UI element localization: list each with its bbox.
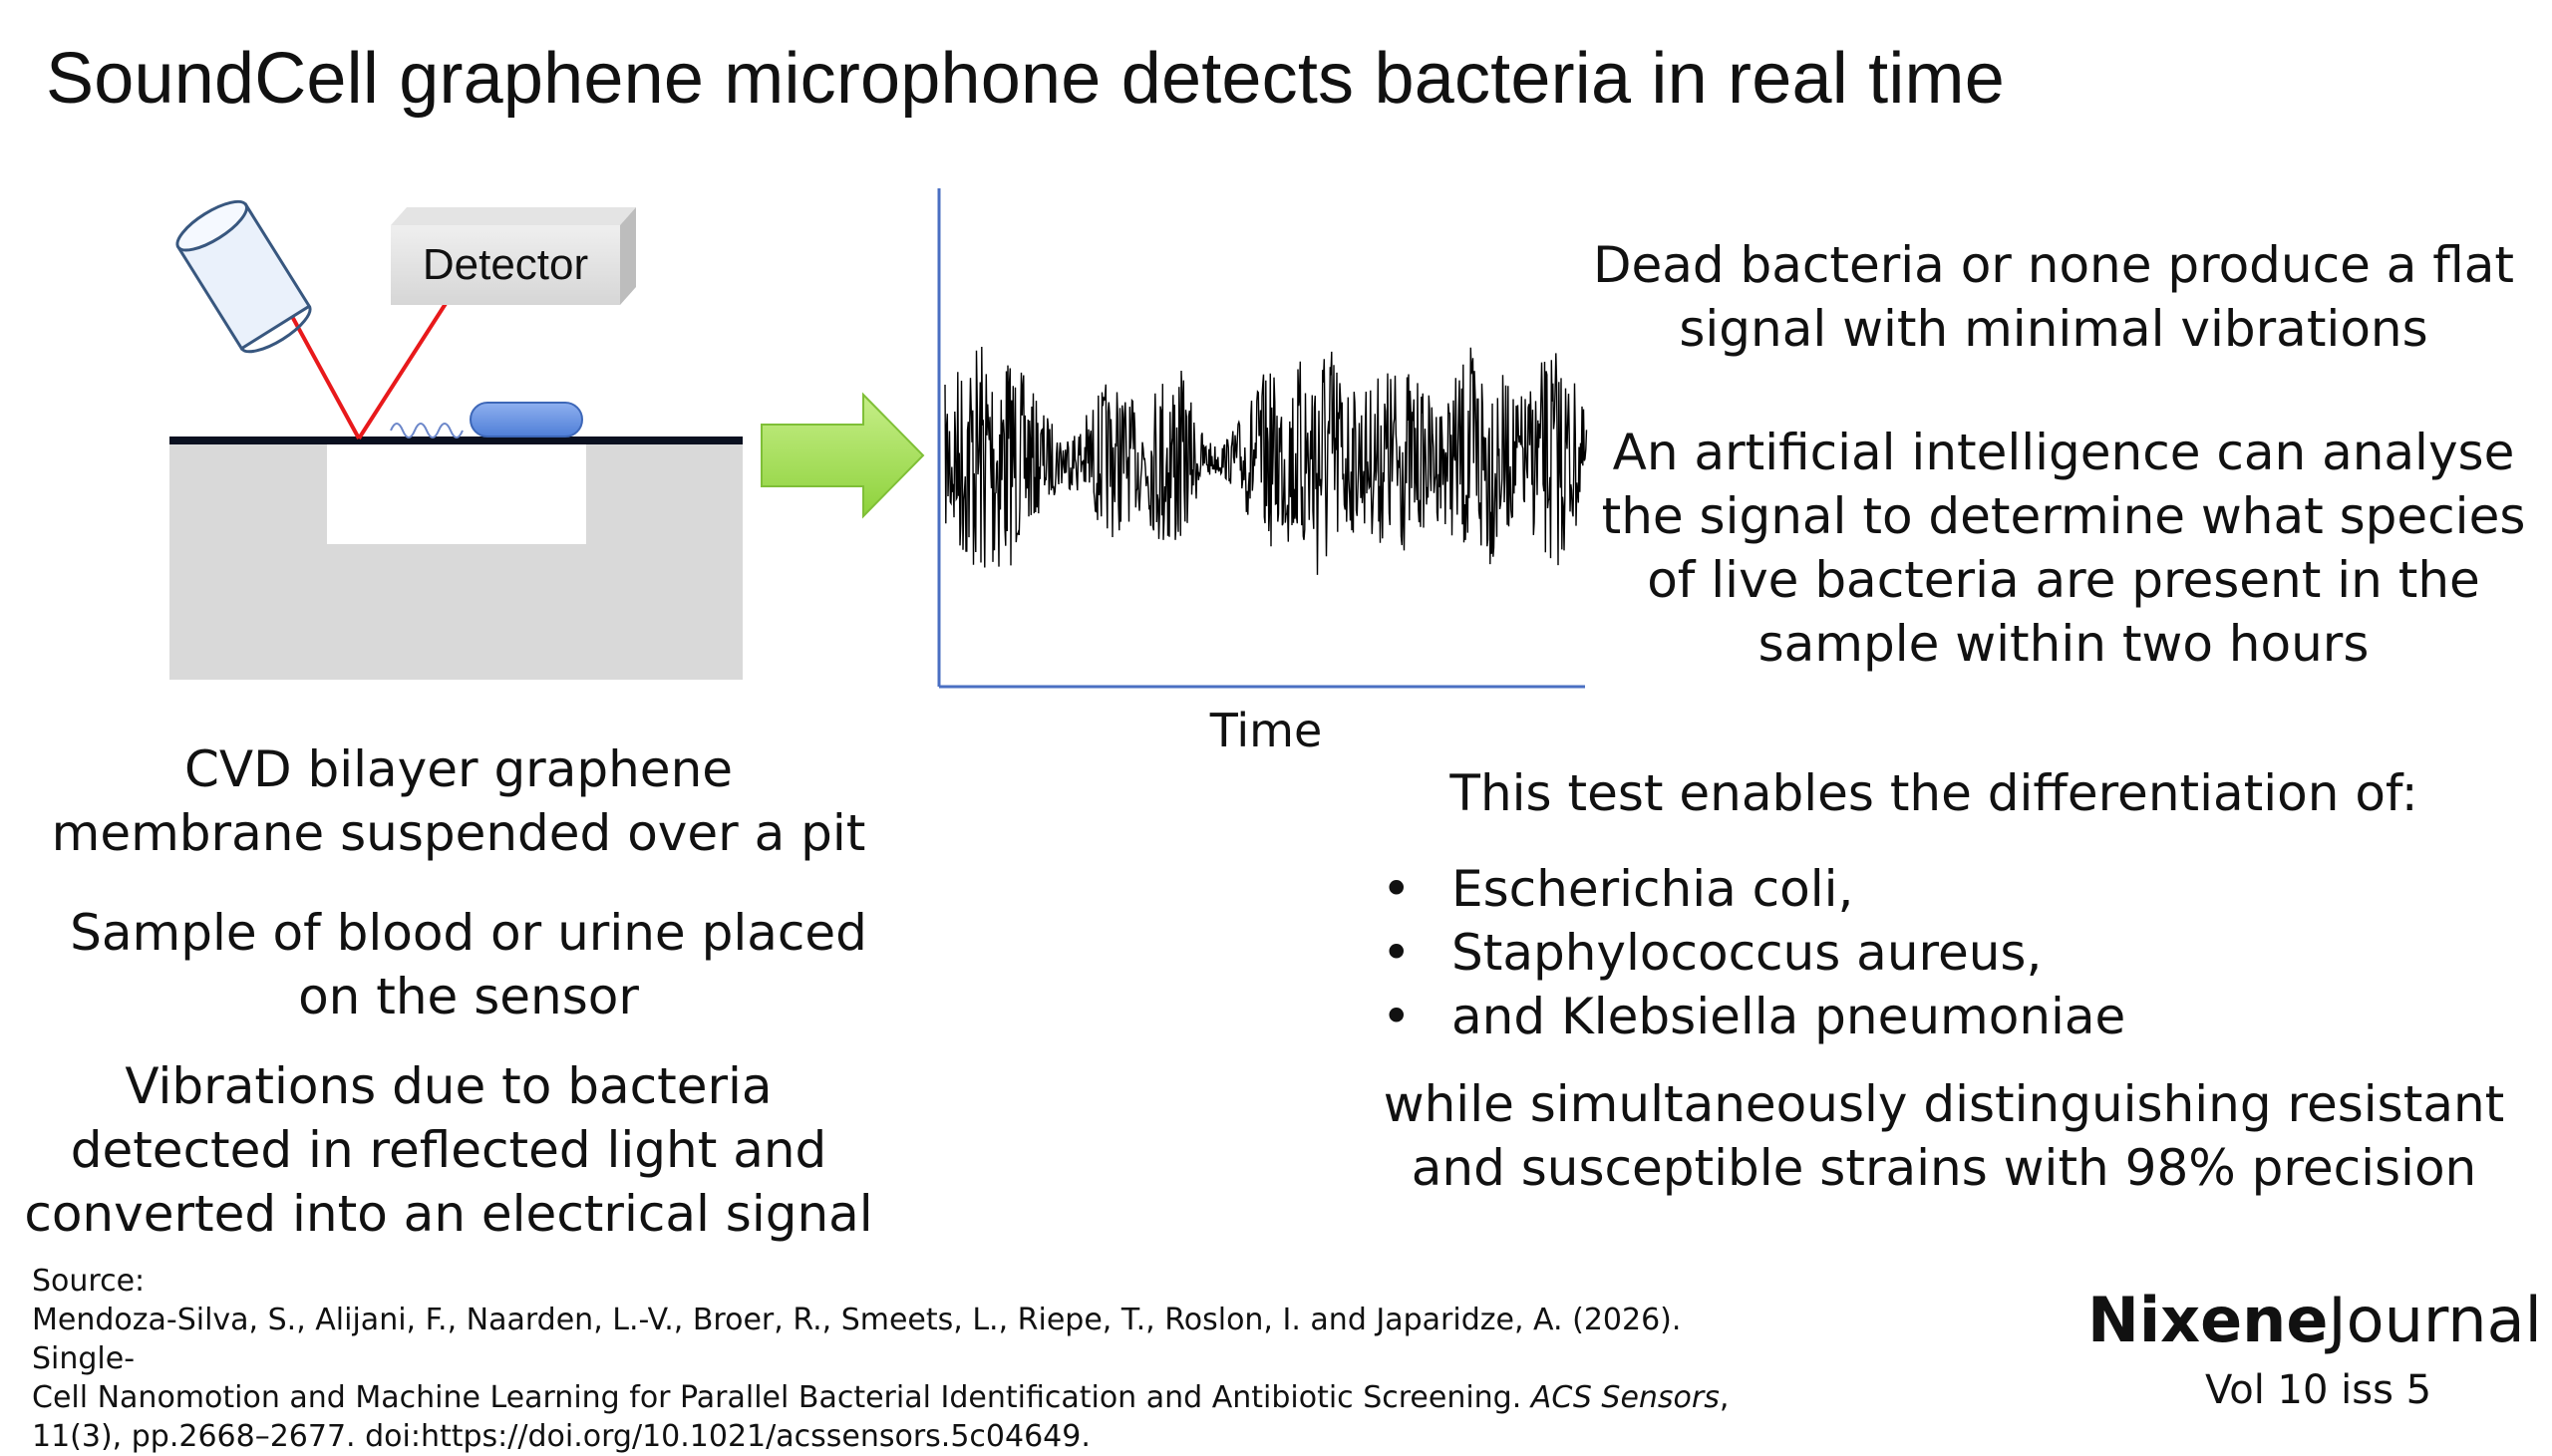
dead-bacteria-text: Dead bacteria or none produce a flat sig… (1585, 233, 2522, 361)
precision-text: while simultaneously distinguishing resi… (1366, 1072, 2522, 1200)
journal-brand: NixeneJournal (2087, 1284, 2542, 1356)
source-citation: Source: Mendoza-Silva, S., Alijani, F., … (32, 1262, 1766, 1456)
time-axis-label: Time (1209, 704, 1323, 757)
ai-analysis-text: An artificial intelligence can analyse t… (1595, 421, 2532, 676)
precision-line-1: while simultaneously distinguishing resi… (1383, 1075, 2505, 1133)
laser-source (175, 199, 312, 354)
vibration-line-2: detected in reflected light and (70, 1121, 827, 1179)
bacteria-list-item: and Klebsiella pneumoniae (1376, 985, 2125, 1048)
precision-line-2: and susceptible strains with 98% precisi… (1411, 1139, 2477, 1197)
dead-line-1: Dead bacteria or none produce a flat (1592, 236, 2515, 294)
pit (327, 444, 586, 544)
source-line-1: Mendoza-Silva, S., Alijani, F., Naarden,… (32, 1303, 1682, 1376)
vibration-description: Vibrations due to bacteria detected in r… (10, 1054, 887, 1246)
brand-regular: Journal (2328, 1284, 2542, 1356)
ai-line-3: of live bacteria are present in the (1647, 551, 2480, 609)
vibration-line-3: converted into an electrical signal (24, 1185, 873, 1243)
bacterium (470, 402, 583, 437)
signal-waveform (944, 346, 1588, 575)
page-title: SoundCell graphene microphone detects ba… (46, 39, 2005, 119)
volume-issue: Vol 10 iss 5 (2205, 1367, 2432, 1413)
source-line-2-text: Cell Nanomotion and Machine Learning for… (32, 1380, 1531, 1415)
vibration-wave (390, 423, 464, 438)
ai-line-1: An artificial intelligence can analyse (1612, 424, 2515, 481)
signal-graph (937, 188, 1588, 689)
source-label: Source: (32, 1264, 146, 1299)
membrane-line-1: CVD bilayer graphene (183, 740, 734, 798)
ai-line-4: sample within two hours (1757, 615, 2370, 673)
sample-description: Sample of blood or urine placed on the s… (30, 901, 907, 1028)
membrane-description: CVD bilayer graphene membrane suspended … (20, 737, 897, 865)
dead-line-2: signal with minimal vibrations (1679, 300, 2428, 358)
membrane-line-2: membrane suspended over a pit (51, 804, 866, 862)
graphene-membrane (169, 437, 743, 444)
source-line-2-comma: , (1719, 1380, 1730, 1415)
sensor-diagram (169, 199, 743, 680)
sample-line-2: on the sensor (298, 968, 639, 1025)
journal-name: ACS Sensors (1530, 1380, 1720, 1415)
source-line-3: 11(3), pp.2668–2677. doi:https://doi.org… (32, 1419, 1091, 1454)
bacteria-list: Escherichia coli, Staphylococcus aureus,… (1376, 857, 2125, 1048)
laser-reflected (357, 297, 451, 440)
bacteria-list-item: Escherichia coli, (1376, 857, 2125, 921)
enables-heading: This test enables the differentiation of… (1449, 764, 2418, 822)
ai-line-2: the signal to determine what species (1601, 487, 2526, 545)
right-arrow-icon (761, 392, 925, 519)
vibration-line-1: Vibrations due to bacteria (125, 1057, 773, 1115)
sample-line-1: Sample of blood or urine placed (70, 904, 867, 962)
detector-label: Detector (422, 240, 589, 289)
bacteria-list-item: Staphylococcus aureus, (1376, 921, 2125, 985)
brand-bold: Nixene (2087, 1284, 2329, 1356)
source-line-2: Cell Nanomotion and Machine Learning for… (32, 1378, 1766, 1417)
detector-box (391, 207, 636, 305)
